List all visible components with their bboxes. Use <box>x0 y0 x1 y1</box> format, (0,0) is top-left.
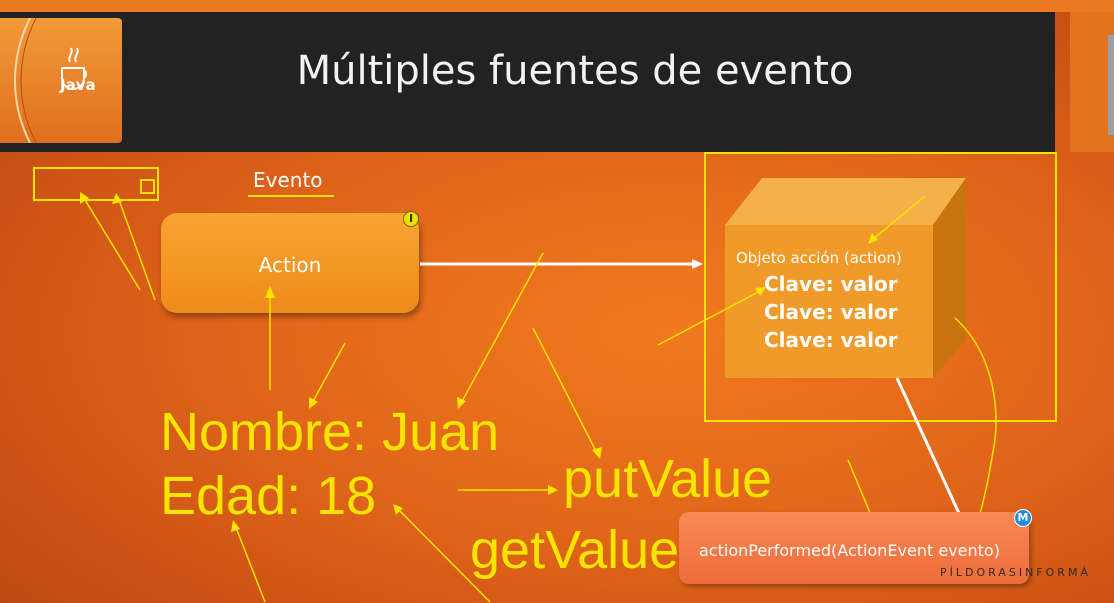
side-decoration <box>1070 12 1114 152</box>
java-logo-text: Java <box>60 76 96 94</box>
evento-label: Evento <box>253 168 323 192</box>
annotation-arrow-head <box>80 192 89 204</box>
interface-badge: I <box>403 211 419 227</box>
annotation-arrow-head <box>548 485 558 495</box>
arrow-head <box>692 259 703 269</box>
annotation-arrow-head <box>112 193 122 204</box>
edad-annotation: Edad: 18 <box>160 466 377 526</box>
window-sketch-button <box>140 179 155 194</box>
slide-header <box>0 12 1055 152</box>
annotation-arrow-head <box>457 397 466 409</box>
java-logo <box>0 17 122 144</box>
putvalue-annotation: putValue <box>563 449 773 509</box>
cube-entry: Clave: valor <box>764 328 898 352</box>
annotation-arrow-head <box>868 233 878 244</box>
top-strip <box>0 0 1114 12</box>
cube-top <box>725 178 966 225</box>
method-box <box>679 512 1029 584</box>
method-label: actionPerformed(ActionEvent evento) <box>699 541 1000 560</box>
annotation-arrow-head <box>755 287 766 296</box>
getvalue-annotation: getValue <box>470 520 680 580</box>
cube-entry: Clave: valor <box>764 300 898 324</box>
evento-underline <box>248 195 334 197</box>
annotation-arrow-head <box>309 397 318 409</box>
nombre-annotation: Nombre: Juan <box>160 402 500 462</box>
method-badge: M <box>1014 509 1032 527</box>
window-sketch <box>33 167 159 201</box>
cube-title: Objeto acción (action) <box>736 249 902 267</box>
annotation-arrow-head <box>231 520 240 532</box>
watermark: PÍLDORASINFORMÁ <box>940 566 1091 579</box>
side-decoration-bar <box>1108 35 1114 135</box>
annotation-arrow-head <box>265 286 275 298</box>
annotation-arrow-head <box>393 504 403 515</box>
cube-side <box>933 178 966 378</box>
action-label: Action <box>258 253 322 277</box>
object-highlight-frame <box>704 152 1057 422</box>
annotation-arrow-head <box>592 447 602 459</box>
action-box <box>161 213 419 313</box>
java-cup-icon <box>14 17 87 144</box>
slide-title: Múltiples fuentes de evento <box>296 48 854 94</box>
cube-entry: Clave: valor <box>764 272 898 296</box>
cube-front <box>725 225 933 378</box>
